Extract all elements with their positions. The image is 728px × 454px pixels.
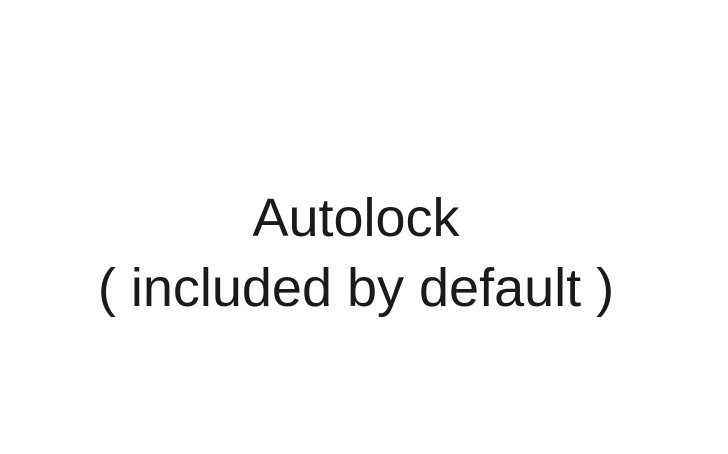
feature-caption: Autolock ( included by default ): [0, 183, 712, 323]
feature-note: ( included by default ): [97, 258, 615, 318]
feature-title: Autolock: [252, 188, 460, 248]
